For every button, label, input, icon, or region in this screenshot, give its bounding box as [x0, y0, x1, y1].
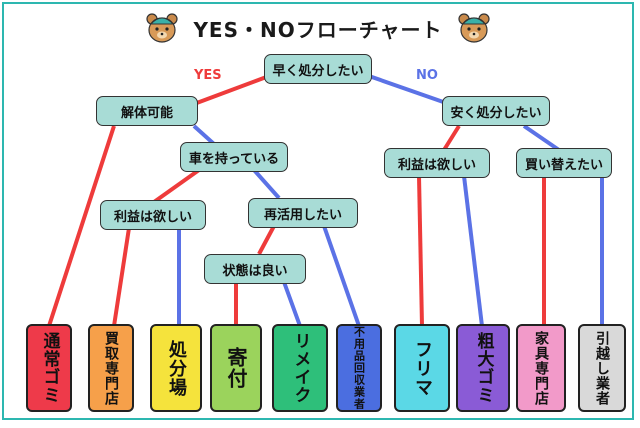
result-bulky-garbage: 粗大ゴミ [456, 324, 510, 412]
connector-yes [112, 227, 131, 327]
page-title: YES・NOフローチャート [193, 17, 443, 42]
flowchart-canvas: YES・NOフローチャート YES NO 早く処分したい 解体可能 車を持ってい… [2, 2, 634, 420]
bear-icon [457, 13, 490, 43]
result-label: 家具専門店 [533, 330, 549, 406]
result-furniture-shop: 家具専門店 [516, 324, 566, 412]
connector-yes [417, 175, 424, 327]
connector-yes [152, 168, 201, 204]
connector-yes [193, 74, 270, 106]
result-label: 不用品回収業者 [352, 326, 366, 410]
connector-yes [442, 124, 461, 152]
bear-icon [146, 13, 179, 43]
result-reuse-shop: リメイク [272, 324, 328, 412]
connector-no [192, 124, 216, 146]
result-buyback-shop: 買取専門店 [88, 324, 134, 412]
connector-lines [47, 74, 604, 327]
node-want-reuse: 再活用したい [248, 198, 358, 228]
connector-no [522, 124, 561, 152]
node-disassemble: 解体可能 [96, 96, 198, 126]
result-label: リメイク [290, 332, 311, 404]
result-bulky-collection: 不用品回収業者 [336, 324, 382, 412]
connector-yes [47, 125, 116, 327]
result-label: 寄付 [224, 347, 248, 389]
result-label: 粗大ゴミ [473, 332, 494, 404]
result-label: 引越し業者 [594, 330, 610, 406]
result-disposal-site: 処分場 [150, 324, 202, 412]
result-normal-garbage: 通常ゴミ [26, 324, 72, 412]
node-good-condition: 状態は良い [204, 254, 306, 284]
branch-label-yes: YES [194, 68, 222, 83]
result-label: フリマ [412, 339, 433, 397]
connector-no [462, 175, 484, 327]
node-quick-disposal: 早く処分したい [264, 54, 372, 84]
node-want-profit-right: 利益は欲しい [384, 148, 490, 178]
connector-no [322, 225, 361, 327]
node-want-replace: 買い替えたい [516, 148, 612, 178]
connector-no [368, 74, 450, 106]
result-label: 処分場 [166, 339, 187, 397]
node-has-car: 車を持っている [180, 142, 288, 172]
branch-label-no: NO [416, 68, 438, 83]
node-want-profit-left: 利益は欲しい [100, 200, 206, 230]
result-label: 通常ゴミ [39, 332, 60, 404]
title-row: YES・NOフローチャート [4, 12, 632, 44]
node-cheap-disposal: 安く処分したい [442, 96, 550, 126]
connector-yes [257, 225, 276, 255]
connector-no [252, 168, 281, 200]
result-movers: 引越し業者 [578, 324, 626, 412]
result-donate: 寄付 [210, 324, 262, 412]
result-flea-market: フリマ [394, 324, 450, 412]
connector-no [282, 281, 302, 327]
result-label: 買取専門店 [103, 330, 119, 406]
